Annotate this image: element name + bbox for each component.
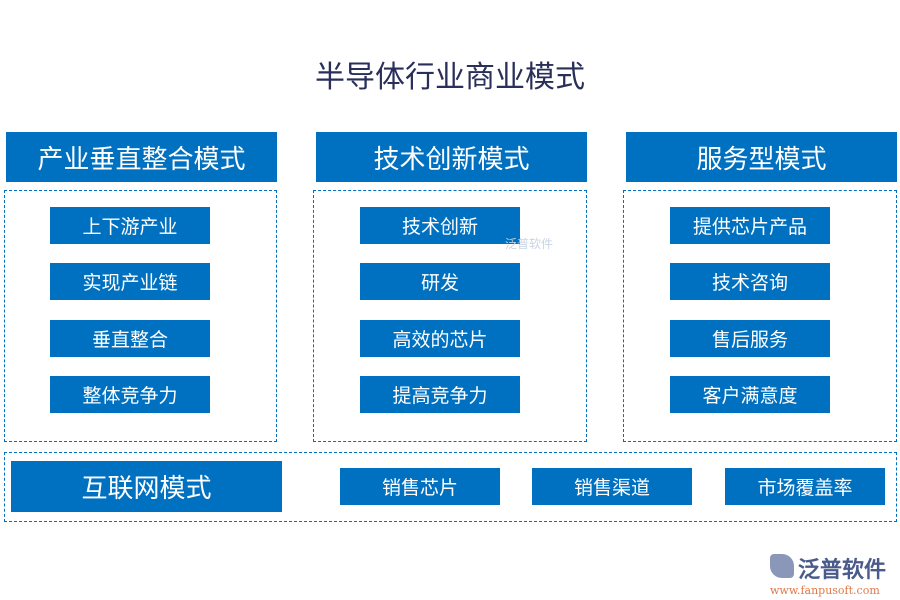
column-box — [623, 190, 897, 442]
item-box: 销售芯片 — [340, 468, 500, 505]
column-header-service: 服务型模式 — [626, 132, 897, 182]
brand-logo: 泛普软件 www.fanpusoft.com — [770, 552, 886, 597]
item-box: 垂直整合 — [50, 320, 210, 357]
column-box — [4, 190, 277, 442]
item-box: 客户满意度 — [670, 376, 830, 413]
item-box: 销售渠道 — [532, 468, 692, 505]
bottom-box — [4, 452, 897, 522]
watermark: 泛普软件 — [505, 237, 554, 251]
item-box: 提高竞争力 — [360, 376, 520, 413]
page-title: 半导体行业商业模式 — [315, 60, 585, 95]
logo-name: 泛普软件 — [798, 558, 887, 583]
item-box: 市场覆盖率 — [725, 468, 885, 505]
column-header-vertical-integration: 产业垂直整合模式 — [6, 132, 277, 182]
item-box: 高效的芯片 — [360, 320, 520, 357]
item-box: 上下游产业 — [50, 207, 210, 244]
item-box: 整体竞争力 — [50, 376, 210, 413]
item-box: 实现产业链 — [50, 263, 210, 300]
logo-url: www.fanpusoft.com — [770, 584, 880, 597]
bottom-header-internet: 互联网模式 — [11, 461, 282, 512]
column-header-tech-innovation: 技术创新模式 — [316, 132, 587, 182]
item-box: 售后服务 — [670, 320, 830, 357]
item-box: 技术咨询 — [670, 263, 830, 300]
item-box: 研发 — [360, 263, 520, 300]
item-box: 提供芯片产品 — [670, 207, 830, 244]
column-box — [313, 190, 587, 442]
logo-icon — [770, 554, 794, 578]
item-box: 技术创新 — [360, 207, 520, 244]
